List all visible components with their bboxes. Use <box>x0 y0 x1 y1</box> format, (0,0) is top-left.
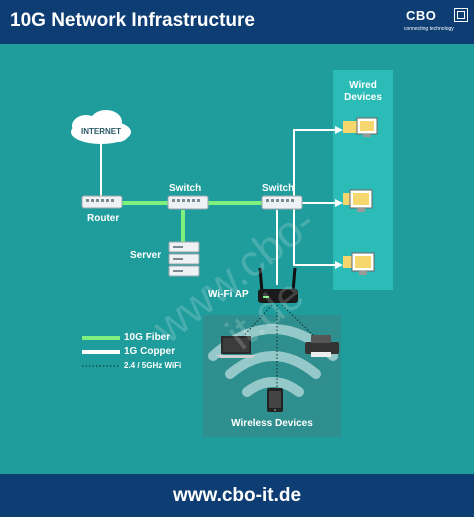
smartphone-icon <box>267 388 283 412</box>
desktop-icon <box>343 117 378 137</box>
switch-icon <box>167 195 209 210</box>
page-title: 10G Network Infrastructure <box>10 10 255 31</box>
header-bar: 10G Network Infrastructure CBO connectin… <box>0 0 474 44</box>
logo-tagline: connecting technology <box>404 26 454 32</box>
desktop-icon <box>343 189 373 212</box>
logo-mark-icon <box>454 8 468 22</box>
legend-copper-label: 1G Copper <box>124 346 176 357</box>
switch2-label: Switch <box>262 183 295 194</box>
router-label: Router <box>87 213 120 224</box>
router-switch-icon <box>81 195 123 209</box>
wired-devices-title: Wired Devices <box>344 80 382 103</box>
desktop-icon <box>343 252 375 275</box>
internet-label: INTERNET <box>81 127 121 136</box>
printer-icon <box>305 335 339 357</box>
switch1-label: Switch <box>169 183 202 194</box>
switch-icon <box>261 195 303 210</box>
wifi-links <box>239 304 319 390</box>
legend-wifi-label: 2.4 / 5GHz WiFi <box>124 361 182 370</box>
footer-url[interactable]: www.cbo-it.de <box>172 485 302 506</box>
cloud-icon <box>71 110 131 144</box>
footer-bar: www.cbo-it.de <box>0 474 474 517</box>
fiber-links <box>122 201 265 242</box>
wireless-devices-title: Wireless Devices <box>231 418 313 429</box>
server-icon <box>168 241 200 277</box>
wifi-ap-label: Wi-Fi AP <box>208 289 249 300</box>
brand-logo: CBO connecting technology <box>404 6 468 38</box>
logo-name: CBO <box>406 8 437 23</box>
laptop-icon <box>216 336 256 358</box>
access-point-icon <box>258 267 298 303</box>
server-label: Server <box>130 250 162 261</box>
legend-fiber-label: 10G Fiber <box>124 332 171 343</box>
